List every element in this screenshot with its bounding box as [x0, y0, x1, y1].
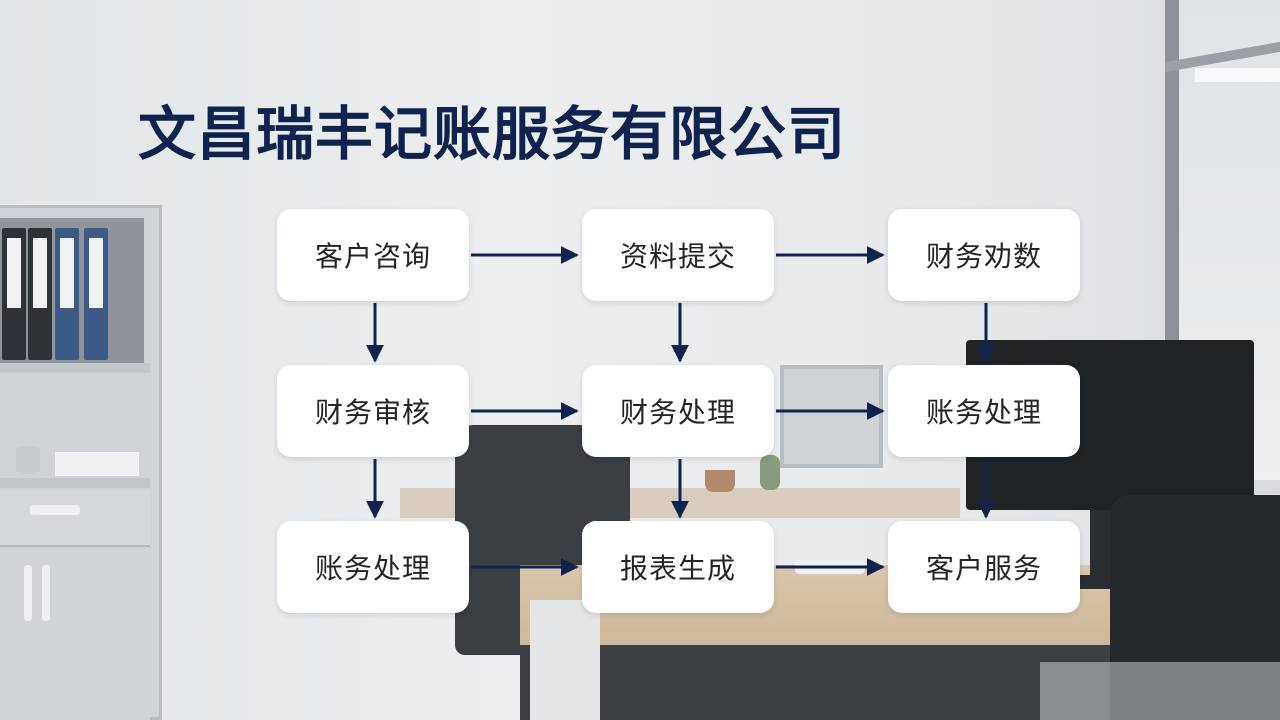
desk-leg: [530, 600, 600, 720]
binder: [55, 228, 79, 360]
window-frame: [1165, 0, 1179, 340]
shelf-board: [0, 478, 150, 488]
flow-node-label: 客户咨询: [314, 240, 431, 273]
flow-node-label: 财务处理: [619, 396, 736, 429]
binder: [84, 228, 108, 360]
flow-node-r1c3: 财务劝数: [888, 209, 1080, 301]
watermark: [1040, 662, 1280, 720]
cabinet-handle: [30, 505, 80, 515]
page-title: 文昌瑞丰记账服务有限公司: [138, 100, 847, 168]
flow-node-r1c2: 资料提交: [582, 209, 774, 301]
binder: [28, 228, 52, 360]
flow-node-r2c2: 财务处理: [582, 365, 774, 457]
flow-node-r3c3: 客户服务: [888, 521, 1080, 613]
door-handle: [42, 565, 50, 621]
flow-node-r3c2: 报表生成: [582, 521, 774, 613]
shelf-jar: [16, 446, 40, 474]
window-light: [1195, 68, 1280, 82]
flow-node-r3c1: 账务处理: [277, 521, 469, 613]
flow-node-r2c1: 财务审核: [277, 365, 469, 457]
flow-node-label: 报表生成: [619, 552, 736, 585]
binder: [2, 228, 26, 360]
flow-node-r1c1: 客户咨询: [277, 209, 469, 301]
flow-node-label: 资料提交: [619, 240, 736, 273]
flow-node-label: 财务劝数: [925, 240, 1042, 273]
flow-node-label: 财务审核: [314, 396, 431, 429]
shelf-board: [0, 363, 150, 373]
flow-node-label: 账务处理: [314, 552, 431, 585]
flow-node-label: 客户服务: [925, 552, 1042, 585]
door-handle: [24, 565, 32, 621]
flow-node-r2c3: 账务处理: [888, 365, 1080, 457]
mug: [705, 470, 735, 492]
flow-node-label: 账务处理: [925, 396, 1042, 429]
plant: [760, 455, 780, 490]
shelf-box: [55, 452, 139, 476]
cabinet-drawer: [0, 490, 150, 547]
